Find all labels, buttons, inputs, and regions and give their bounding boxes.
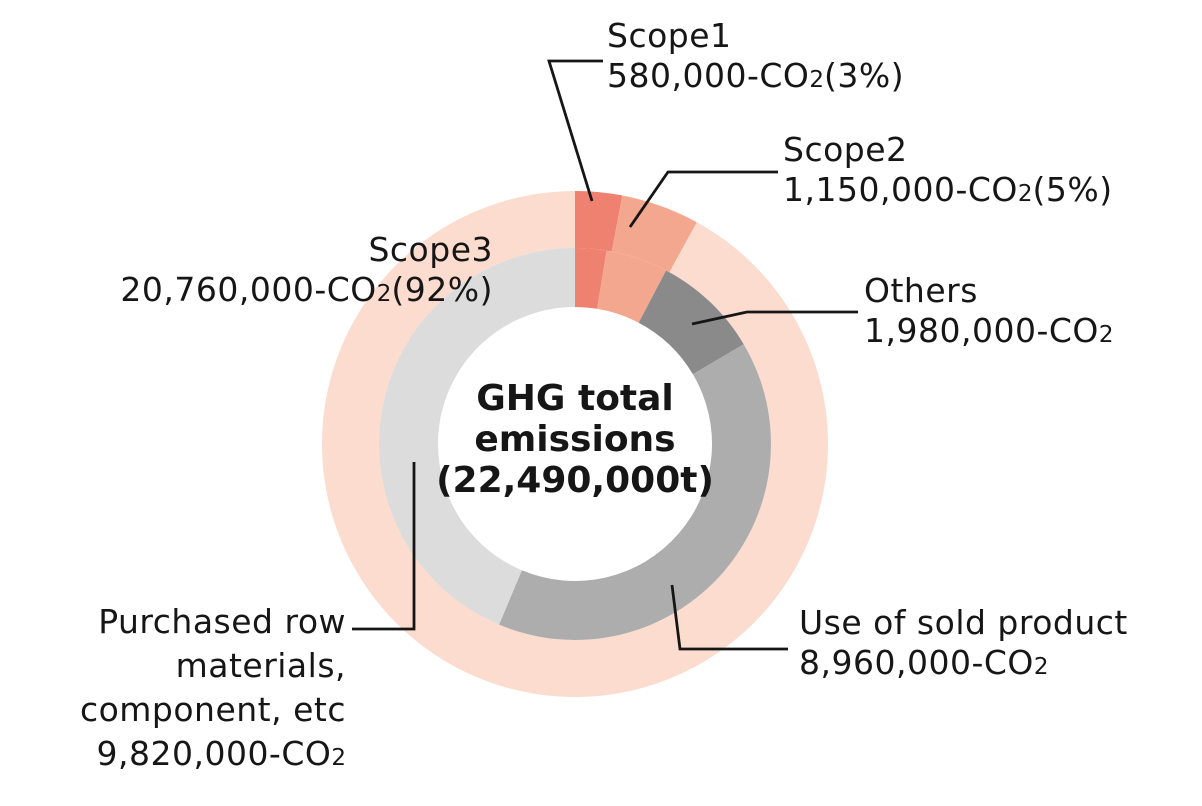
co2-subscript: 2 [331,745,346,771]
label-scope3-name: Scope3 [368,230,493,269]
leader-line-scope2 [628,170,778,228]
label-others: Others 1,980,000-CO2 [864,271,1114,355]
center-title-line3: (22,490,000t) [436,460,714,501]
donut-outer-segment-scope2 [611,195,697,273]
leader-line-others [691,310,858,326]
label-use-of-sold-product-value: 8,960,000-CO2 [799,643,1049,682]
label-purchased-name-line3: component, etc [79,690,346,729]
co2-subscript: 2 [1098,322,1114,348]
donut-inner-segment-others [638,270,744,375]
donut-inner-segment-use-of-sold-product [499,344,771,640]
label-others-name: Others [864,271,978,310]
donut-segments [322,191,829,697]
leader-lines [352,59,858,651]
leader-line-scope1 [547,59,603,202]
label-purchased: Purchased row materials, component, etc … [80,600,346,780]
co2-subscript: 2 [1033,654,1049,680]
label-purchased-value: 9,820,000-CO2 [96,734,346,773]
co2-subscript: 2 [376,281,392,307]
label-scope1: Scope1 580,000-CO2(3%) [607,16,904,100]
co2-subscript: 2 [809,67,825,93]
label-scope1-name: Scope1 [607,16,732,55]
co2-subscript: 2 [1017,181,1033,207]
donut-center-title: GHG total emissions (22,490,000t) [404,378,746,501]
donut-outer-segment-scope1 [575,191,623,252]
label-others-value: 1,980,000-CO2 [864,311,1114,350]
label-scope2: Scope2 1,150,000-CO2(5%) [783,130,1113,214]
label-purchased-name-line2: materials, [175,646,346,685]
donut-inner-segment-purchased-row-materials-component-etc [379,248,575,625]
center-title-line2: emissions [474,419,676,460]
label-scope1-value: 580,000-CO2(3%) [607,56,905,95]
label-purchased-name-line1: Purchased row [98,602,346,641]
donut-inner-segment-scope1 [575,248,607,309]
label-use-of-sold-product: Use of sold product 8,960,000-CO2 [799,603,1128,687]
label-scope3-value: 20,760,000-CO2(92%) [120,270,493,309]
center-title-line1: GHG total [476,378,674,419]
leader-line-purchased [352,462,416,631]
label-scope2-name: Scope2 [783,130,908,169]
donut-inner-segment-scope2 [597,250,667,323]
label-use-of-sold-product-name: Use of sold product [799,603,1128,642]
label-scope2-value: 1,150,000-CO2(5%) [783,170,1113,209]
leader-line-use-of-sold-product [670,584,788,651]
label-scope3: Scope3 20,760,000-CO2(92%) [120,230,493,314]
